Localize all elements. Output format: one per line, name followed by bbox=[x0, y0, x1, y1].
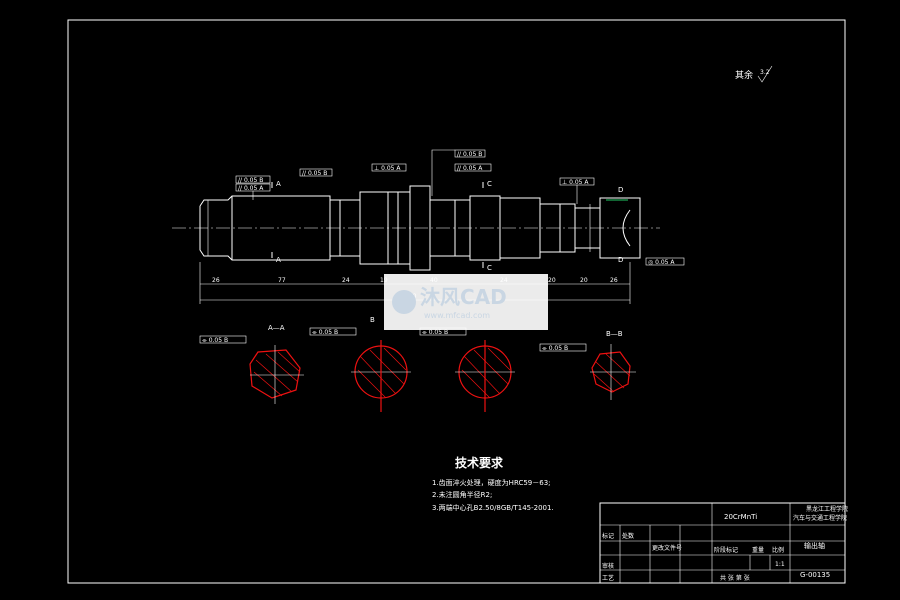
svg-text:⌯ 0.05 B: ⌯ 0.05 B bbox=[202, 337, 228, 344]
svg-text:// 0.05 A: // 0.05 A bbox=[457, 165, 483, 172]
dim-8: 20 bbox=[580, 277, 588, 284]
svg-text:// 0.05 B: // 0.05 B bbox=[457, 151, 482, 158]
svg-text:标记: 标记 bbox=[602, 532, 614, 540]
tech-item-1: 1.齿面淬火处理，硬度为HRC59－63; bbox=[432, 478, 551, 487]
svg-text:⊥ 0.05 A: ⊥ 0.05 A bbox=[374, 165, 401, 172]
cut-label-c-top: C bbox=[487, 180, 492, 188]
cut-label-a-top: A bbox=[276, 180, 281, 188]
svg-text:工艺: 工艺 bbox=[602, 574, 614, 582]
tech-item-3: 3.两端中心孔B2.50/8GB/T145-2001. bbox=[432, 503, 554, 512]
svg-text:// 0.05 B: // 0.05 B bbox=[302, 170, 327, 177]
tb-material: 20CrMnTi bbox=[724, 513, 757, 521]
section-gear-left: B ⌯ 0.05 B bbox=[309, 316, 411, 412]
dim-9: 26 bbox=[610, 277, 618, 284]
svg-text:// 0.05 B: // 0.05 B bbox=[238, 177, 263, 184]
watermark-brand: 沐风CAD bbox=[420, 285, 507, 309]
svg-text:更改文件号: 更改文件号 bbox=[652, 544, 682, 552]
section-a-a: A—A ⌯ 0.05 B bbox=[199, 324, 304, 404]
surface-note-value: 3.2 bbox=[760, 69, 770, 76]
roughness-symbol bbox=[757, 65, 773, 83]
svg-text:⌯ 0.05 B: ⌯ 0.05 B bbox=[422, 329, 448, 336]
cut-label-d-top: D bbox=[618, 186, 623, 194]
technical-requirements: 技术要求 1.齿面淬火处理，硬度为HRC59－63; 2.未注圆角半径R2; 3… bbox=[432, 455, 554, 512]
tb-school: 黑龙江工程学院 bbox=[806, 505, 848, 513]
tech-title: 技术要求 bbox=[455, 455, 504, 470]
svg-text:比例: 比例 bbox=[772, 546, 784, 554]
svg-text:◎ 0.05 A: ◎ 0.05 A bbox=[648, 259, 675, 266]
watermark-logo-icon bbox=[392, 290, 416, 314]
cut-label-d-bottom: D bbox=[618, 256, 623, 264]
svg-text:⊥ 0.05 A: ⊥ 0.05 A bbox=[562, 179, 589, 186]
svg-text:B: B bbox=[370, 316, 375, 324]
svg-text:共 张 第 张: 共 张 第 张 bbox=[720, 574, 750, 582]
section-gear-right: ⌯ 0.05 B bbox=[419, 327, 515, 412]
svg-text:⌯ 0.05 B: ⌯ 0.05 B bbox=[542, 345, 568, 352]
title-block: 20CrMnTi 黑龙江工程学院 汽车与交通工程学院 输出轴 G-00135 1… bbox=[599, 502, 848, 584]
cut-label-c-bottom: C bbox=[487, 264, 492, 272]
svg-text:A—A: A—A bbox=[268, 324, 285, 332]
watermark-url: www.mfcad.com bbox=[424, 311, 490, 320]
tb-code: G-00135 bbox=[800, 571, 830, 579]
dim-4: 19 bbox=[380, 277, 388, 284]
dim-3: 24 bbox=[342, 277, 350, 284]
tb-part-name: 输出轴 bbox=[804, 541, 825, 550]
watermark: 沐风CAD www.mfcad.com bbox=[384, 274, 548, 330]
svg-text:⌯ 0.05 B: ⌯ 0.05 B bbox=[312, 329, 338, 336]
tech-item-2: 2.未注圆角半径R2; bbox=[432, 490, 492, 499]
section-markers: A A C C D D bbox=[271, 180, 628, 272]
tolerance-frames-top: // 0.05 B // 0.05 A // 0.05 B ⊥ 0.05 A /… bbox=[235, 149, 685, 266]
shaft-profile bbox=[199, 185, 641, 271]
svg-text:处数: 处数 bbox=[622, 532, 634, 540]
dim-2: 77 bbox=[278, 277, 286, 284]
svg-text:B—B: B—B bbox=[606, 330, 623, 338]
tb-scale: 1:1 bbox=[775, 561, 785, 568]
tb-dept: 汽车与交通工程学院 bbox=[793, 514, 847, 522]
svg-text:阶段标记: 阶段标记 bbox=[714, 546, 738, 554]
svg-text:审核: 审核 bbox=[602, 562, 614, 570]
dim-1: 26 bbox=[212, 277, 220, 284]
cut-label-a-bottom: A bbox=[276, 256, 281, 264]
surface-note-label: 其余 bbox=[735, 69, 753, 81]
section-b-b: B—B ⌯ 0.05 B bbox=[539, 330, 636, 400]
svg-text:// 0.05 A: // 0.05 A bbox=[238, 185, 264, 192]
drawing-frame bbox=[67, 19, 846, 584]
dim-7: 20 bbox=[548, 277, 556, 284]
svg-text:重量: 重量 bbox=[752, 546, 764, 554]
